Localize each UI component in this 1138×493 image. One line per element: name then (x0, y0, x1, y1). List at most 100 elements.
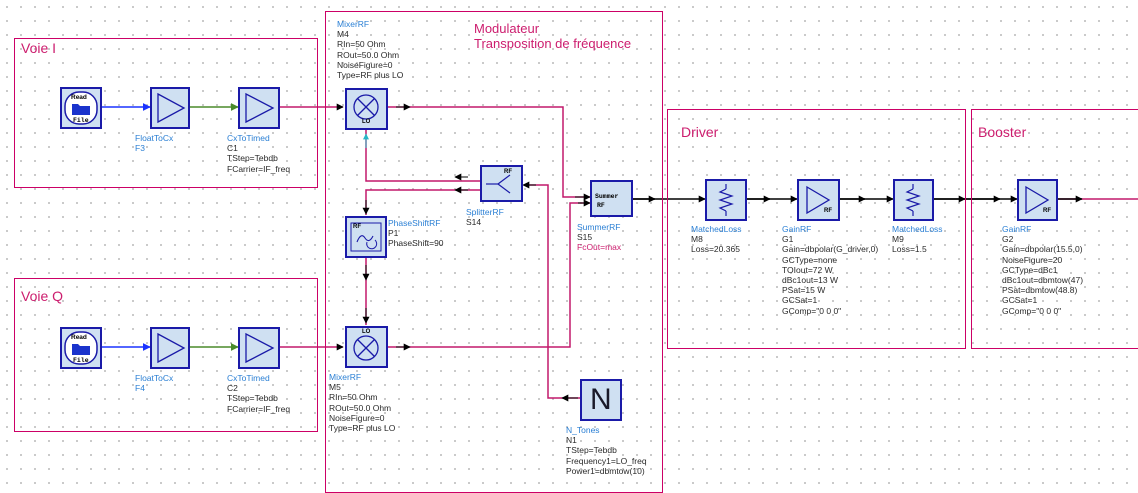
mixer-icon (353, 94, 379, 120)
region-subtitle-modulateur: Transposition de fréquence (474, 36, 632, 51)
label-mixer-m5: MixerRF M5 RIn=50 Ohm ROut=50.0 Ohm Nois… (329, 372, 395, 433)
name: FloatToCx (135, 133, 174, 143)
phase-shift-icon (350, 222, 382, 252)
param: TStep=Tebdb (566, 445, 617, 456)
noise-source-icon: N (590, 383, 612, 416)
ntones-n1[interactable]: N (580, 379, 622, 421)
label-ntones-n1: N_Tones N1 TStep=Tebdb Frequency1=LO_fre… (566, 425, 647, 476)
floattocx-f4[interactable] (150, 327, 190, 369)
summer-top-label: Summer (595, 193, 619, 200)
amplifier-triangle-icon (245, 332, 275, 364)
param: TOIout=72 W (782, 264, 833, 275)
amplifier-triangle-icon (806, 185, 831, 215)
param: Gain=dbpolar(15.5,0) (1002, 244, 1083, 255)
id: M8 (691, 234, 703, 245)
region-title-modulateur: Modulateur (474, 21, 540, 36)
phaseshift-p1[interactable]: RF (345, 216, 387, 258)
param: GCSat=1 (1002, 295, 1038, 306)
mixer-m5[interactable]: LO (345, 326, 388, 368)
rf-label: RF (353, 224, 361, 230)
gainrf-g1[interactable]: RF (797, 179, 840, 221)
cxtotimed-c2[interactable] (238, 327, 280, 369)
rf-label: RF (1043, 208, 1051, 214)
label-cxtotimed-c2: CxToTimed C2 TStep=Tebdb FCarrier=IF_fre… (227, 373, 290, 414)
name: FloatToCx (135, 373, 174, 383)
name: MixerRF (329, 372, 362, 382)
name: GainRF (782, 224, 812, 234)
param: RIn=50 Ohm (329, 392, 378, 403)
splitter-s14[interactable]: RF (480, 165, 523, 202)
param: GComp="0 0 0" (1002, 305, 1062, 316)
read-file-i[interactable]: Read File (60, 87, 102, 129)
region-title-voie-i: Voie I (21, 40, 57, 56)
param: FCarrier=IF_freq (227, 403, 291, 414)
floattocx-f3[interactable] (150, 87, 190, 129)
param: PSat=15 W (782, 285, 826, 296)
region-title-voie-q: Voie Q (21, 288, 64, 304)
param: ROut=50.0 Ohm (329, 402, 392, 413)
read-file-top-label: Read (71, 94, 87, 101)
id: F3 (135, 143, 145, 154)
label-splitter-s14: SplitterRF S14 (466, 207, 504, 227)
label-floattocx-f3: FloatToCx F3 (135, 133, 173, 153)
param: TStep=Tebdb (227, 153, 278, 164)
region-voie-q (14, 278, 318, 432)
param: RIn=50 Ohm (337, 39, 386, 50)
param: NoiseFigure=0 (329, 412, 385, 423)
name: CxToTimed (227, 133, 270, 143)
matchedloss-m8[interactable] (705, 179, 747, 221)
read-file-icon (64, 91, 98, 125)
read-file-q[interactable]: Read File (60, 327, 102, 369)
param: GComp="0 0 0" (782, 305, 842, 316)
name: SummerRF (577, 222, 621, 232)
read-file-bottom-label: File (73, 117, 89, 124)
name: PhaseShiftRF (388, 218, 441, 228)
resistor-icon (905, 184, 921, 216)
label-matchedloss-m9: MatchedLoss M9 Loss=1.5 (892, 224, 943, 255)
resistor-icon (718, 184, 734, 216)
mixer-icon (353, 335, 379, 361)
region-title-driver: Driver (681, 124, 719, 140)
label-phaseshift-p1: PhaseShiftRF P1 PhaseShift=90 (388, 218, 444, 249)
rf-label: RF (597, 202, 605, 209)
amplifier-triangle-icon (245, 92, 275, 124)
param: FCarrier=IF_freq (227, 163, 291, 174)
splitter-icon (486, 174, 511, 194)
rf-label: RF (504, 169, 512, 175)
name: N_Tones (566, 425, 600, 435)
amplifier-triangle-icon (1025, 185, 1050, 215)
id: M9 (892, 234, 904, 245)
amplifier-triangle-icon (157, 332, 186, 364)
param: Frequency1=LO_freq (566, 455, 647, 466)
summer-s15[interactable]: Summer RF (590, 180, 633, 217)
param: NoiseFigure=20 (1002, 254, 1063, 265)
id: P1 (388, 228, 399, 239)
region-voie-i (14, 38, 318, 188)
param: GCType=none (782, 254, 838, 265)
id: M4 (337, 29, 349, 40)
name: CxToTimed (227, 373, 270, 383)
matchedloss-m9[interactable] (893, 179, 934, 221)
param: GCSat=1 (782, 295, 818, 306)
id: S14 (466, 217, 482, 228)
region-driver (667, 109, 966, 349)
read-file-top-label: Read (71, 334, 87, 341)
name: MatchedLoss (691, 224, 742, 234)
param: Type=RF plus LO (329, 423, 396, 434)
region-title-booster: Booster (978, 124, 1027, 140)
param: TStep=Tebdb (227, 393, 278, 404)
label-cxtotimed-c1: CxToTimed C1 TStep=Tebdb FCarrier=IF_fre… (227, 133, 290, 174)
cxtotimed-c1[interactable] (238, 87, 280, 129)
name: MatchedLoss (892, 224, 943, 234)
label-mixer-m4: MixerRF M4 RIn=50 Ohm ROut=50.0 Ohm Nois… (337, 19, 403, 80)
name: GainRF (1002, 224, 1032, 234)
id: G1 (782, 234, 794, 245)
amplifier-triangle-icon (157, 92, 186, 124)
id: F4 (135, 383, 145, 394)
id: C2 (227, 383, 238, 394)
gainrf-g2[interactable]: RF (1017, 179, 1058, 221)
mixer-m4[interactable]: LO (345, 88, 388, 130)
lo-port-label: LO (362, 329, 371, 335)
param: Gain=dbpolar(G_driver,0) (782, 244, 879, 255)
name: SplitterRF (466, 207, 504, 217)
